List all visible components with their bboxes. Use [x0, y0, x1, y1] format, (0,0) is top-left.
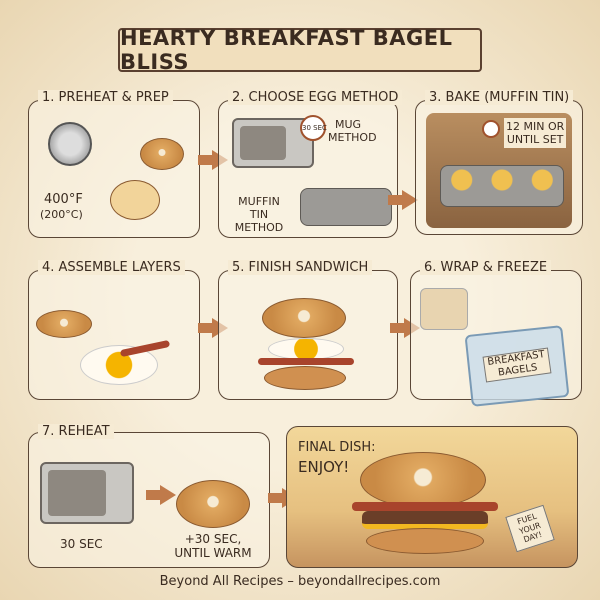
reheat-line-2: UNTIL WARM	[174, 546, 252, 561]
oven-dial-icon	[48, 122, 92, 166]
wrapped-bagel-icon	[420, 288, 468, 330]
reheat-line-1: +30 SEC,	[184, 532, 242, 546]
patty-cheese-icon	[362, 511, 488, 529]
sandwich-icon	[176, 480, 250, 528]
bagel-half-icon	[36, 310, 92, 338]
step-2-title: 2. CHOOSE EGG METHOD	[228, 90, 403, 105]
bake-time-line-2: UNTIL SET	[506, 133, 564, 147]
page-title: HEARTY BREAKFAST BAGEL BLISS	[118, 26, 482, 74]
bacon-layer-icon	[258, 358, 354, 365]
reheat-time-2: +30 SEC,UNTIL WARM	[168, 532, 258, 561]
step-3-title: 3. BAKE (MUFFIN TIN)	[425, 90, 574, 105]
bagel-top-icon	[360, 452, 486, 508]
mug-method-label: MUG METHOD	[328, 118, 377, 145]
stopwatch-icon	[482, 120, 500, 138]
bagel-top-icon	[262, 298, 346, 338]
step-7-title: 7. REHEAT	[38, 424, 114, 439]
muffin-tin-method-label: MUFFIN TIN METHOD	[234, 195, 284, 235]
step-5-title: 5. FINISH SANDWICH	[228, 260, 373, 275]
microwave-icon	[40, 462, 134, 524]
bake-time-line-1: 12 MIN OR	[506, 120, 565, 133]
baked-muffins-icon	[440, 165, 564, 207]
step-1-panel	[28, 100, 200, 238]
final-dish-subtitle: ENJOY!	[298, 458, 350, 476]
egg-layer-icon	[268, 338, 344, 360]
step-6-title: 6. WRAP & FREEZE	[420, 260, 552, 275]
temperature-f: 400°F	[44, 192, 83, 207]
temperature-c: (200°C)	[40, 208, 83, 221]
step-1-title: 1. PREHEAT & PREP	[38, 90, 173, 105]
arrow-2-to-3	[388, 190, 418, 210]
microwave-icon	[232, 118, 314, 168]
reheat-time-1: 30 SEC	[60, 537, 103, 551]
bagel-bottom-icon	[366, 528, 484, 554]
bagel-icon	[140, 138, 184, 170]
footer-credit: Beyond All Recipes – beyondallrecipes.co…	[159, 574, 441, 589]
final-dish-title: FINAL DISH:	[298, 440, 376, 455]
arrow-reheat	[146, 485, 176, 505]
timer-badge: 30 SEC	[300, 115, 327, 141]
step-4-title: 4. ASSEMBLE LAYERS	[38, 260, 185, 275]
bagel-half-icon	[110, 180, 160, 220]
bacon-layer-icon	[352, 502, 498, 511]
bagel-bottom-icon	[264, 366, 346, 390]
muffin-tin-icon	[300, 188, 392, 226]
